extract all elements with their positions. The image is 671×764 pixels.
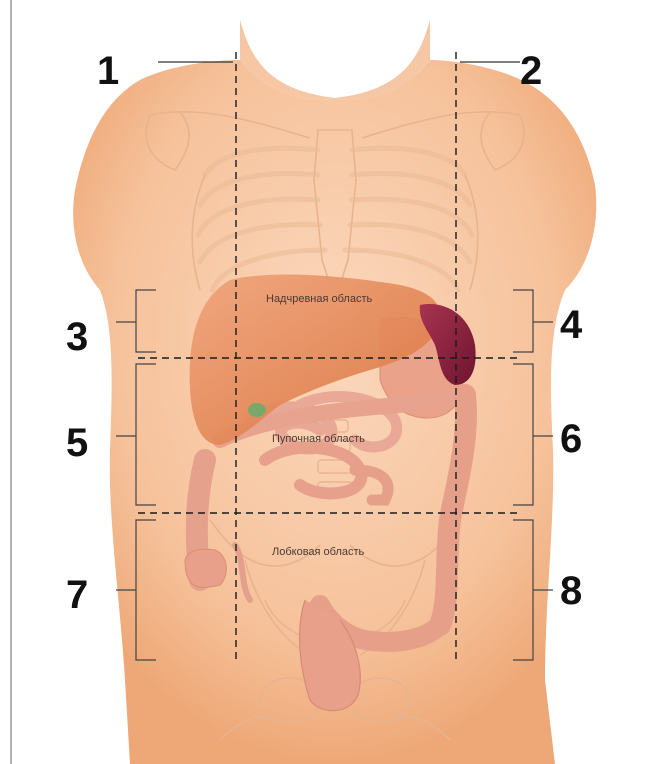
label-7: 7: [66, 573, 88, 617]
gallbladder: [248, 403, 266, 417]
label-3: 3: [66, 315, 88, 359]
cecum: [185, 549, 226, 587]
label-5: 5: [66, 421, 88, 465]
label-6: 6: [560, 417, 582, 461]
label-2: 2: [520, 49, 542, 93]
umbilical-region-label: Пупочная область: [272, 433, 365, 445]
pubic-region-label: Лобковая область: [272, 546, 365, 558]
label-1: 1: [97, 49, 119, 93]
label-4: 4: [560, 303, 583, 347]
epigastric-region-label: Надчревная область: [266, 293, 372, 305]
label-8: 8: [560, 569, 582, 613]
